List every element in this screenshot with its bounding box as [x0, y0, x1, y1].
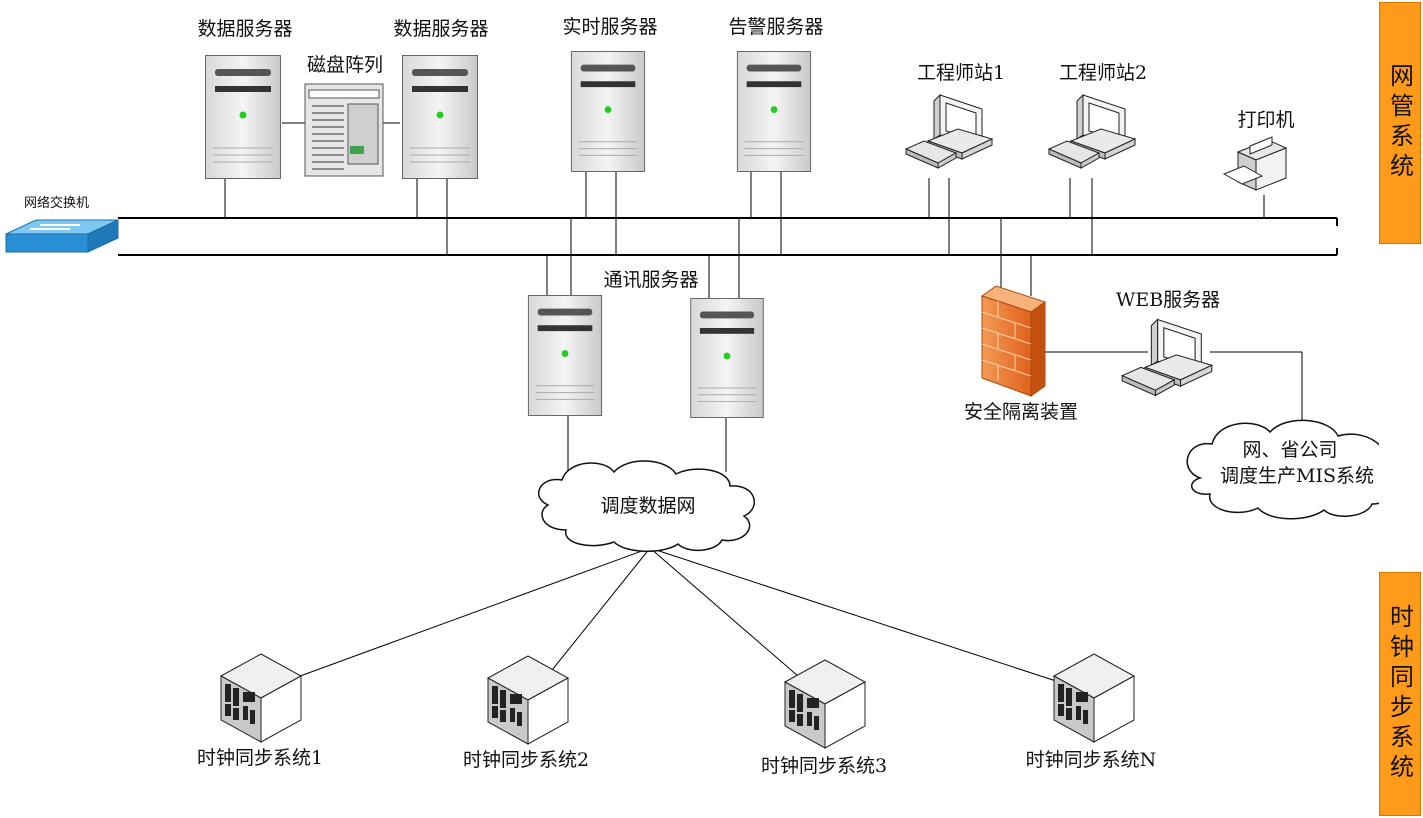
printer-icon	[1222, 136, 1288, 191]
comm-server-label: 通讯服务器	[603, 269, 698, 291]
clock-sync-2-label: 时钟同步系统2	[463, 749, 589, 771]
web-server-label: WEB服务器	[1116, 289, 1220, 311]
connection-lines	[224, 122, 1303, 703]
data-server-1-label: 数据服务器	[197, 18, 292, 40]
data-server-2-icon	[401, 55, 479, 179]
engineer-station-1-label: 工程师站1	[917, 62, 1005, 84]
side-label-clock-sync: 时钟同步系统	[1379, 572, 1421, 816]
realtime-server-icon	[570, 51, 646, 172]
network-diagram: 网络交换机 数据服务器 磁盘阵列 数据服务器 实时服务器 告警服务器 工程师站1…	[5, 16, 1379, 777]
clock-sync-n-icon	[1053, 653, 1135, 743]
mis-cloud-label-line1: 网、省公司	[1242, 439, 1337, 461]
switch-icon	[5, 219, 119, 253]
side-label-network-management: 网管系统	[1379, 2, 1421, 244]
side-label-network-management-text: 网管系统	[1385, 63, 1414, 183]
alarm-server-icon	[736, 51, 812, 172]
clock-sync-1-label: 时钟同步系统1	[197, 747, 323, 769]
engineer-station-2-label: 工程师站2	[1059, 62, 1147, 84]
comm-server-2-icon	[690, 298, 764, 418]
engineer-station-1-icon	[905, 94, 993, 169]
clock-sync-n-label: 时钟同步系统N	[1026, 749, 1157, 771]
clock-sync-2-icon	[487, 655, 569, 745]
data-server-1-icon	[205, 55, 281, 179]
disk-array-icon	[304, 83, 384, 177]
dispatch-cloud-label: 调度数据网	[600, 495, 695, 517]
engineer-station-2-icon	[1048, 94, 1136, 169]
printer-label: 打印机	[1237, 109, 1294, 131]
web-server-icon	[1121, 318, 1213, 397]
firewall-label: 安全隔离装置	[964, 401, 1078, 423]
clock-sync-1-icon	[220, 653, 302, 743]
disk-array-label: 磁盘阵列	[307, 54, 383, 76]
mis-cloud-label-line2: 调度生产MIS系统	[1220, 465, 1374, 487]
realtime-server-label: 实时服务器	[562, 16, 657, 38]
side-label-clock-sync-text: 时钟同步系统	[1385, 604, 1414, 784]
comm-server-1-icon	[527, 295, 603, 416]
dispatch-cloud-icon	[537, 460, 755, 552]
alarm-server-label: 告警服务器	[728, 16, 823, 38]
mis-cloud-icon	[1186, 419, 1379, 520]
firewall-icon	[980, 285, 1047, 397]
clock-sync-3-label: 时钟同步系统3	[761, 755, 887, 777]
clock-sync-3-icon	[784, 659, 866, 749]
switch-label: 网络交换机	[24, 195, 89, 211]
data-server-2-label: 数据服务器	[393, 18, 488, 40]
